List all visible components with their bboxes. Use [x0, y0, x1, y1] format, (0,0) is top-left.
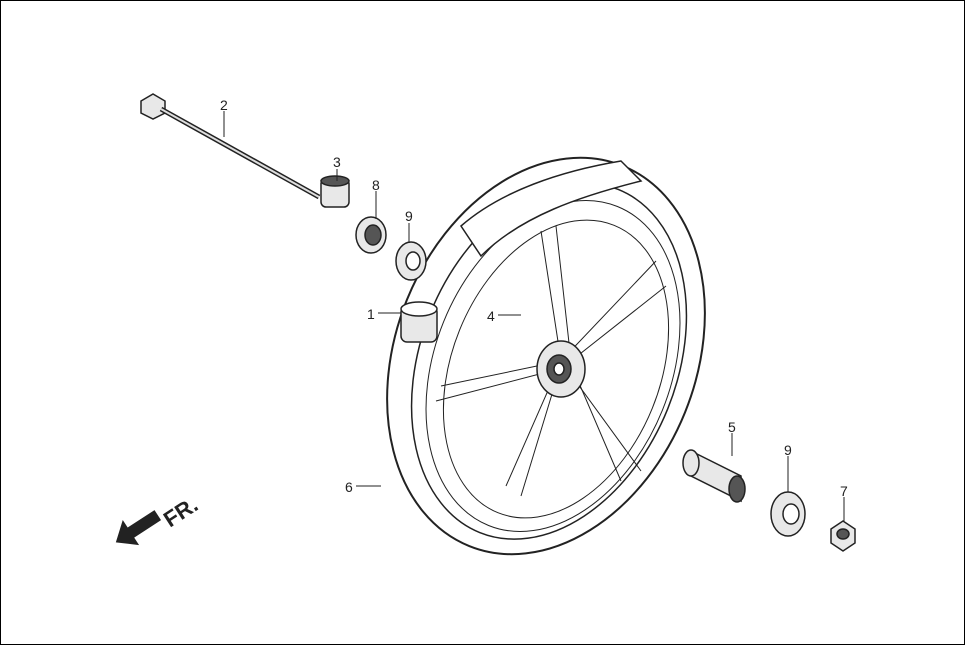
axle-nut — [830, 520, 856, 552]
axle-collar — [320, 175, 350, 208]
callout-9-right: 9 — [784, 442, 792, 458]
callout-2: 2 — [220, 97, 228, 113]
callout-4: 4 — [487, 308, 495, 324]
callout-5: 5 — [728, 419, 736, 435]
axle-bolt — [140, 93, 321, 200]
callout-3: 3 — [333, 154, 341, 170]
callout-6: 6 — [345, 479, 353, 495]
distance-collar — [682, 449, 746, 503]
callout-7: 7 — [840, 483, 848, 499]
front-direction-arrow-icon — [115, 510, 162, 546]
leader-lines — [223, 111, 845, 521]
hub-collar — [400, 301, 438, 343]
bearing-right — [770, 491, 806, 537]
callout-8: 8 — [372, 177, 380, 193]
wheel-rim — [435, 219, 670, 519]
dust-seal — [355, 216, 387, 254]
bearing-left — [395, 241, 427, 281]
callout-1: 1 — [367, 306, 375, 322]
front-direction-label: FR. — [159, 492, 202, 532]
tire-cutaway — [460, 160, 643, 258]
callout-9-left: 9 — [405, 208, 413, 224]
